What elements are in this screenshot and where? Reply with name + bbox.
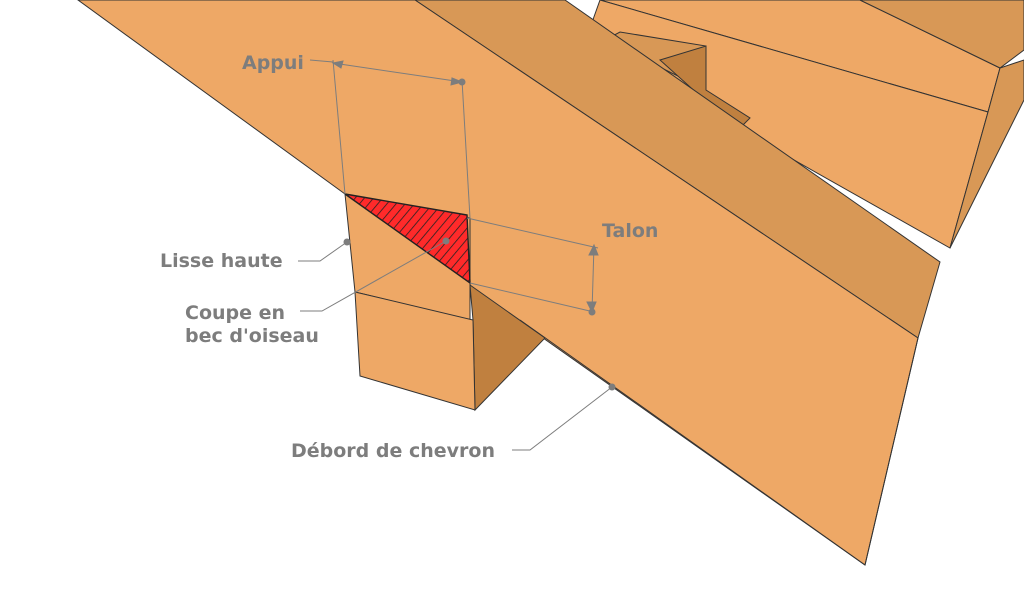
lisse-haute-leader: [298, 238, 351, 262]
label-coupe-line2: bec d'oiseau: [185, 325, 319, 347]
back-rafter-end-face: [949, 59, 1024, 249]
birdsmouth-cut: [344, 193, 471, 285]
label-coupe-line1: Coupe en: [185, 302, 285, 324]
talon-dimension: [466, 217, 599, 316]
wall-plate-front-lower: [354, 291, 476, 411]
back-rafter-side-face: [859, 0, 1024, 69]
label-lisse-haute: Lisse haute: [160, 250, 283, 272]
appui-dimension: [309, 59, 471, 219]
rafter-end-edge: [864, 337, 919, 566]
label-talon: Talon: [602, 220, 658, 242]
coupe-leader: [300, 237, 450, 312]
label-debord: Débord de chevron: [291, 440, 495, 462]
label-appui: Appui: [242, 52, 304, 74]
rafter-bottom-edge: [519, 319, 866, 566]
debord-leader: [512, 383, 616, 451]
